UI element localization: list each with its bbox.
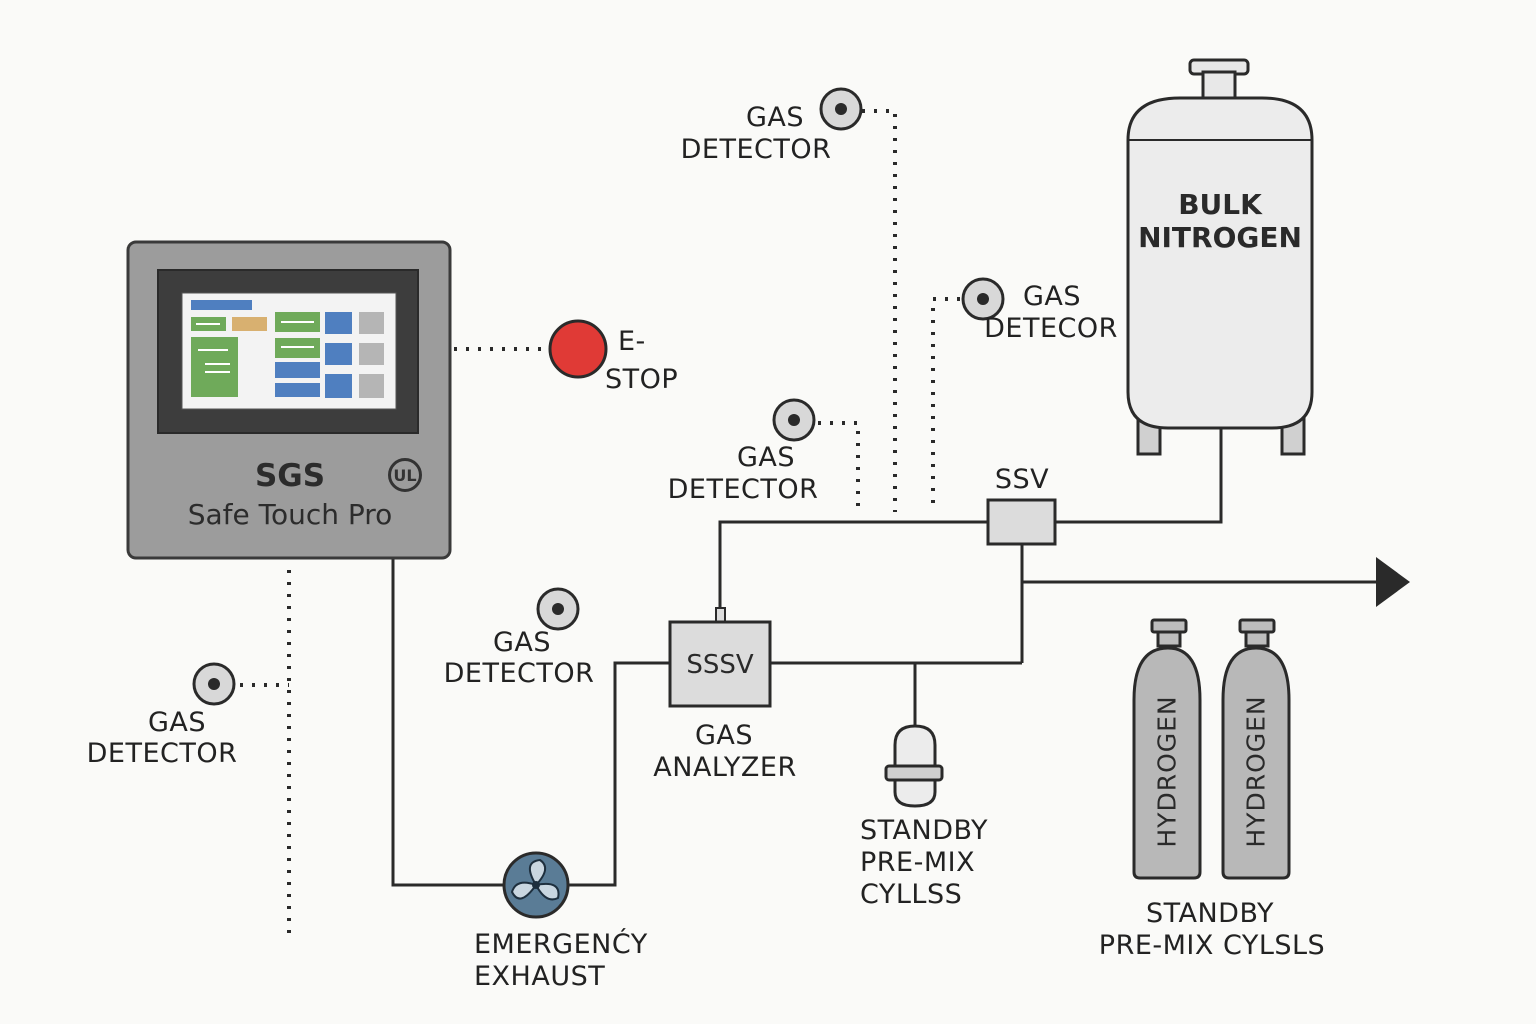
sgs-controller [126, 240, 452, 560]
detector-1-icon [819, 87, 863, 131]
detector-5-label-2: DETECTOR [86, 738, 238, 769]
detector-2-signal-line [931, 297, 960, 512]
hydrogen-cylinder-2-label: HYDROGEN [1241, 695, 1271, 848]
exhaust-fan-icon [502, 851, 570, 919]
detector-4-icon [536, 587, 580, 631]
controller-to-exhaust-line [391, 558, 505, 887]
standby-cylinder-icon [884, 724, 944, 808]
ul-badge: UL [388, 458, 422, 492]
exhaust-label-2: EXHAUST [474, 961, 606, 992]
detector-5-label-1: GAS [147, 707, 207, 738]
standby-small-label-1: STANDBY [860, 815, 989, 846]
detector-4-label-1: GAS [492, 627, 552, 658]
hydrogen-cylinder-1-icon [1132, 618, 1202, 880]
detector-4-label-2: DETECTOR [443, 658, 595, 689]
detector-3-label-2: DETECTOR [667, 474, 819, 505]
detector-5-icon [192, 662, 236, 706]
hydrogen-standby-label-2: PRE-MIX CYLSLS [1098, 930, 1326, 961]
tank-label-2: NITROGEN [1138, 221, 1302, 254]
ssv-label: SSV [994, 464, 1050, 495]
detector-1-label-1: GAS [745, 102, 805, 133]
ssv-valve-icon [986, 498, 1057, 546]
detector-2-label-1: GAS [1022, 281, 1082, 312]
standby-small-label-2: PRE-MIX [860, 847, 976, 878]
pipes [391, 428, 1378, 887]
sssv-label: SSSV [686, 650, 754, 680]
detector-1-signal-line [862, 109, 897, 512]
controller-brand: SGS [254, 458, 326, 494]
sssv-analyzer-box [668, 620, 772, 708]
hydrogen-cylinder-1-label: HYDROGEN [1152, 695, 1182, 848]
analyzer-to-ssv-line [718, 520, 988, 622]
detector-2-icon [961, 277, 1005, 321]
detector-3-signal-line [818, 421, 860, 512]
controller-model: Safe Touch Pro [187, 498, 393, 531]
nitrogen-tank-icon [1126, 58, 1314, 456]
outlet-arrow-icon [1376, 557, 1410, 607]
tank-label-1: BULK [1178, 188, 1262, 221]
estop-label-2: STOP [605, 364, 679, 395]
analyzer-label-1: GAS [694, 720, 754, 751]
hydrogen-standby-label-1: STANDBY [1145, 898, 1275, 929]
hydrogen-cylinder-2-icon [1221, 618, 1291, 880]
standby-small-label-3: CYLLSS [860, 879, 963, 910]
detector-2-label-2: DETECOR [984, 313, 1118, 344]
analyzer-label-2: ANALYZER [653, 752, 797, 783]
exhaust-label-1: EMERGENĆY [474, 929, 648, 960]
exhaust-to-analyzer-line [568, 661, 672, 887]
estop-label-1: E- [618, 326, 646, 357]
estop-button[interactable] [548, 319, 608, 379]
detector-1-label-2: DETECTOR [680, 134, 832, 165]
signal-lines [240, 109, 960, 935]
tank-label: BULK NITROGEN [1130, 188, 1310, 254]
ssv-to-tank-line [1055, 428, 1223, 524]
detector-3-icon [772, 398, 816, 442]
detector-3-label-1: GAS [736, 442, 796, 473]
